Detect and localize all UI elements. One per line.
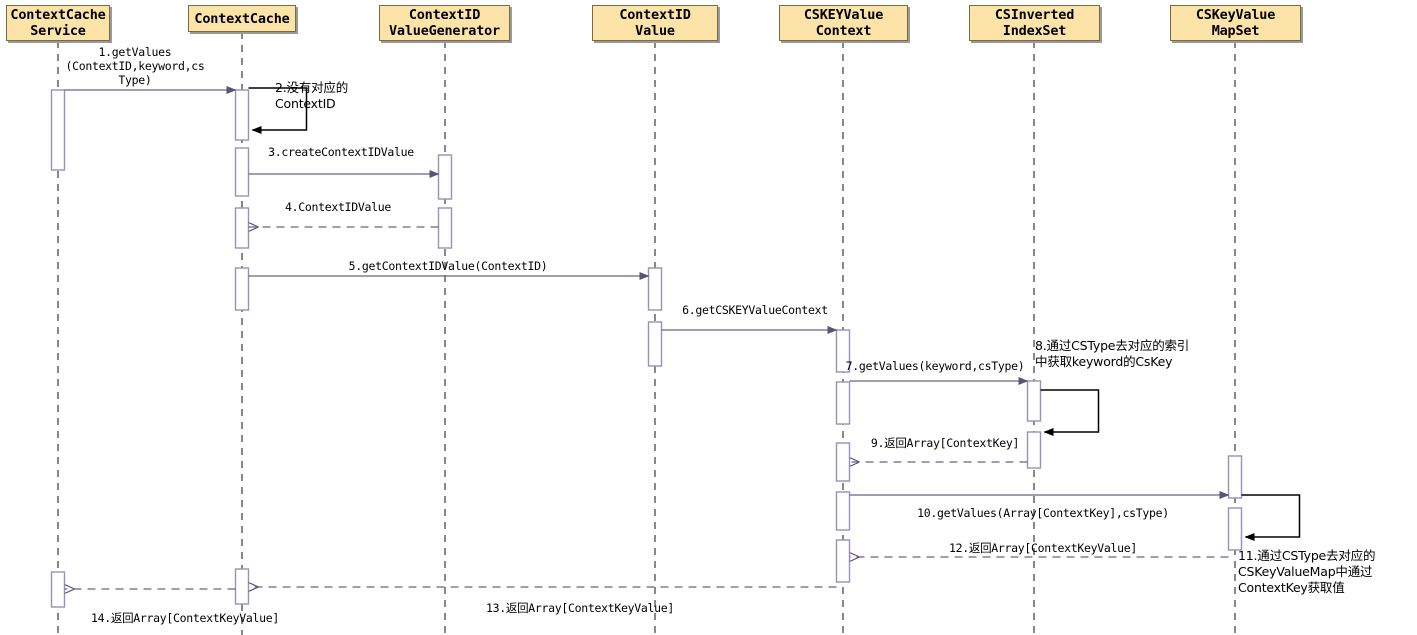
activation-bar	[1227, 507, 1243, 551]
participant-box-contextidvaluegenerator[interactable]: ContextID ValueGenerator	[379, 5, 510, 41]
note-label-8: 8.通过CSType去对应的索引 中获取keyword的CsKey	[1035, 338, 1190, 369]
activation-bar	[835, 539, 851, 583]
activation-bar	[835, 381, 851, 425]
activation-bar	[1026, 431, 1042, 469]
message-label-3: 3.createContextIDValue	[268, 145, 414, 159]
activation-bars-group	[50, 89, 1243, 608]
activation-bar	[234, 89, 250, 141]
activation-bar	[437, 207, 453, 249]
message-label-6: 6.getCSKEYValueContext	[682, 303, 828, 317]
message-arrows-group	[65, 86, 1301, 589]
activation-bar	[835, 442, 851, 482]
participant-box-cskeyvaluemapset[interactable]: CSKeyValue MapSet	[1170, 5, 1301, 41]
participant-box-cskeyvaluecontext[interactable]: CSKEYValue Context	[779, 5, 908, 41]
message-label-9: 9.返回Array[ContextKey]	[870, 436, 1020, 450]
activation-bar	[50, 89, 66, 171]
activation-bar	[647, 321, 663, 367]
activation-bar	[835, 329, 851, 373]
note-label-2: 2.没有对应的 ContextID	[275, 80, 349, 111]
self-message-8	[1040, 389, 1100, 436]
message-label-12: 12.返回Array[ContextKeyValue]	[949, 541, 1137, 555]
participant-box-contextcache[interactable]: ContextCache	[188, 5, 296, 32]
activation-bar	[1227, 455, 1243, 499]
message-label-13: 13.返回Array[ContextKeyValue]	[486, 601, 674, 615]
activation-bar	[234, 568, 250, 605]
participant-box-csinvertedindexset[interactable]: CSInverted IndexSet	[969, 5, 1100, 41]
message-label-10: 10.getValues(Array[ContextKey],csType)	[917, 506, 1169, 520]
activation-bar	[234, 147, 250, 197]
activation-bar	[234, 207, 250, 249]
message-label-14: 14.返回Array[ContextKeyValue]	[91, 611, 279, 625]
self-message-2	[248, 87, 308, 134]
activation-bar	[50, 571, 66, 608]
message-label-4: 4.ContextIDValue	[285, 200, 391, 214]
message-label-1: 1.getValues (ContextID,keyword,cs Type)	[65, 45, 205, 87]
activation-bar	[647, 267, 663, 311]
participant-box-contextidvalue[interactable]: ContextID Value	[592, 5, 718, 41]
self-message-11	[1241, 494, 1301, 541]
activation-bar	[1026, 380, 1042, 422]
participant-box-contextcacheservice[interactable]: ContextCache Service	[6, 5, 110, 41]
note-label-11: 11.通过CSType去对应的 CSKeyValueMap中通过 Context…	[1238, 548, 1376, 595]
activation-bar	[437, 154, 453, 200]
activation-bar	[835, 491, 851, 531]
message-label-7: 7.getValues(keyword,csType)	[845, 359, 1025, 373]
activation-bar	[234, 267, 250, 311]
message-label-5: 5.getContextIDValue(ContextID)	[348, 259, 548, 273]
